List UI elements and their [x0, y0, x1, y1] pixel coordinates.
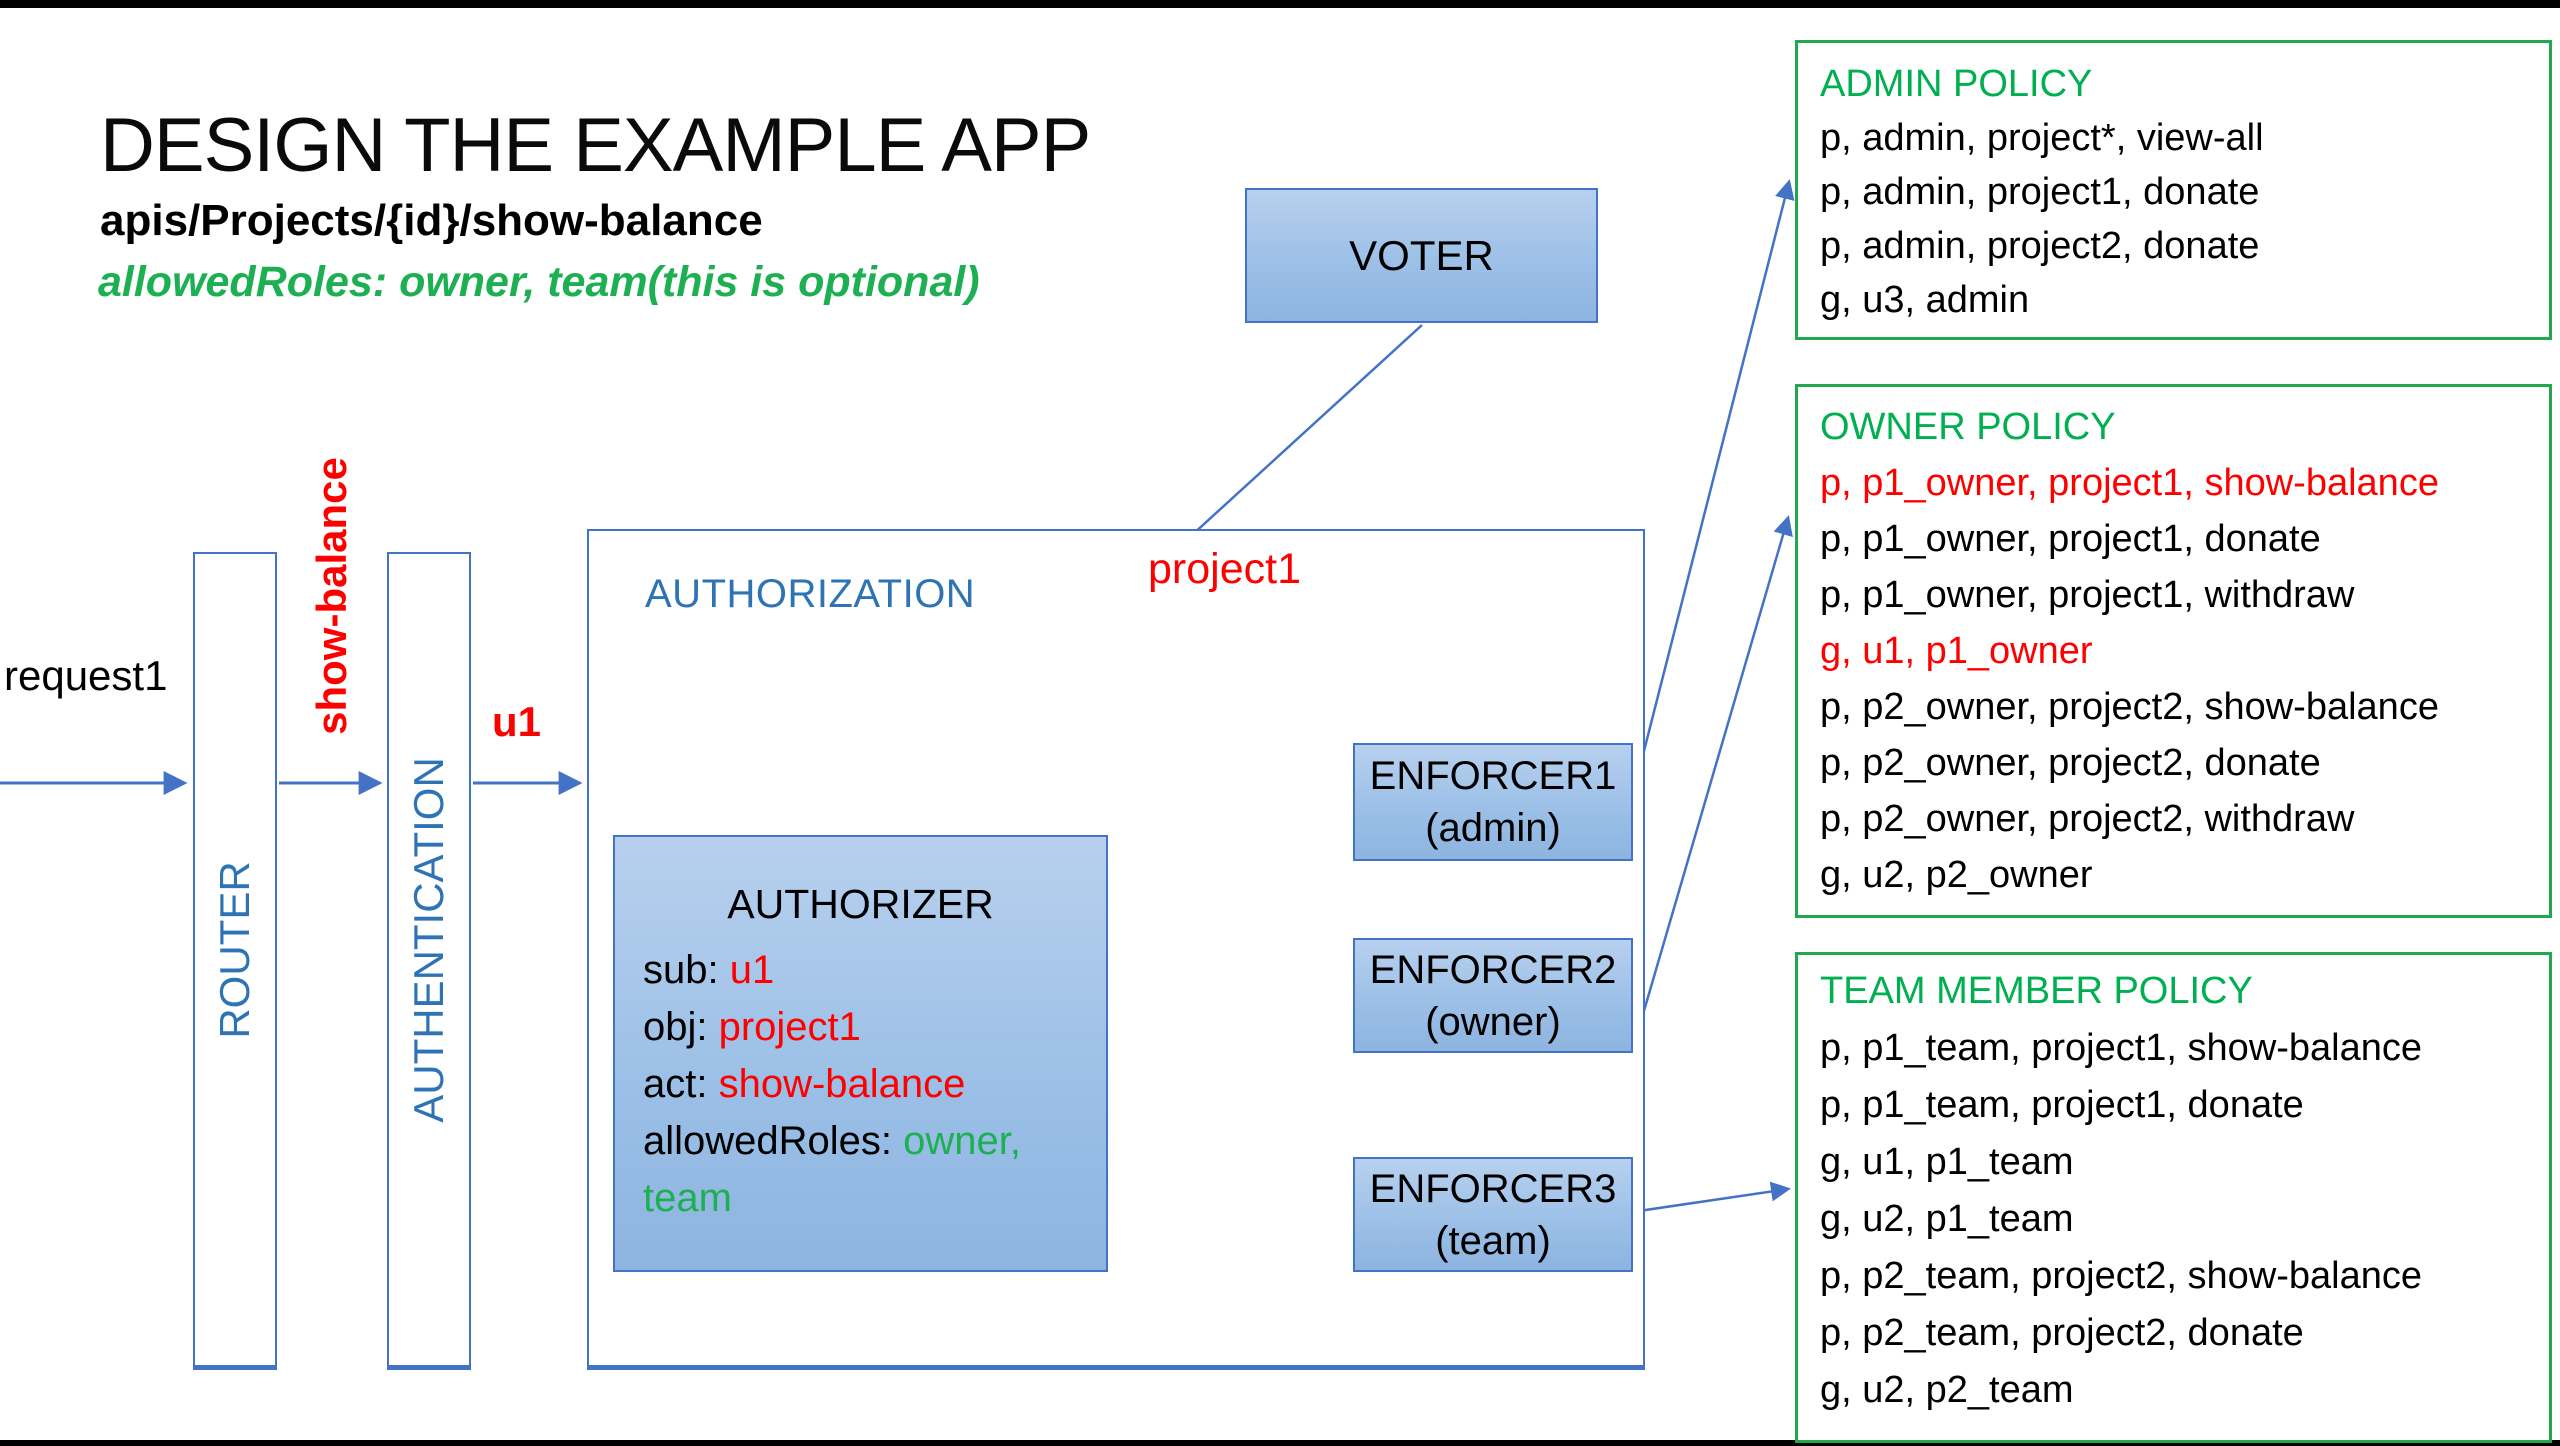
authorization-label: AUTHORIZATION — [645, 572, 976, 616]
show-balance-label: show-balance — [308, 457, 355, 735]
enforcer1-role: (admin) — [1425, 806, 1561, 850]
page-title: DESIGN THE EXAMPLE APP — [100, 103, 1091, 188]
router-box — [193, 552, 277, 1370]
policy-line: p, p2_team, project2, donate — [1820, 1312, 2304, 1354]
policy-line: p, p2_owner, project2, donate — [1820, 742, 2321, 784]
policy-line: p, admin, project*, view-all — [1820, 117, 2264, 159]
policy-line: p, admin, project1, donate — [1820, 171, 2260, 213]
policy-line: p, p1_team, project1, show-balance — [1820, 1027, 2423, 1069]
policy-line: p, p1_owner, project1, withdraw — [1820, 574, 2355, 616]
voter-label: VOTER — [1349, 231, 1494, 279]
policy-line: p, p2_team, project2, show-balance — [1820, 1255, 2423, 1297]
enforcer3-role: (team) — [1435, 1218, 1551, 1263]
team-policy-lines: p, p1_team, project1, show-balance p, p1_… — [1820, 1020, 2539, 1419]
project1-label: project1 — [1148, 545, 1301, 593]
team-policy-title: TEAM MEMBER POLICY — [1820, 970, 2253, 1012]
enforcer1-name: ENFORCER1 — [1369, 754, 1617, 798]
admin-policy-title: ADMIN POLICY — [1820, 63, 2093, 105]
owner-policy-box: OWNER POLICY p, p1_owner, project1, show… — [1795, 384, 2552, 918]
u1-label: u1 — [492, 698, 542, 745]
policy-line: p, p1_owner, project1, show-balance — [1820, 462, 2439, 504]
authorizer-lines: sub: u1 obj: project1 act: show-balance all… — [615, 942, 1106, 1227]
voter-box: VOTER — [1245, 188, 1598, 323]
policy-line: g, u3, admin — [1820, 279, 2030, 321]
authorizer-title: AUTHORIZER — [727, 881, 994, 927]
authentication-label: AUTHENTICATION — [405, 757, 452, 1123]
policy-line: p, p2_owner, project2, withdraw — [1820, 798, 2355, 840]
owner-policy-lines: p, p1_owner, project1, show-balance p, p1… — [1820, 455, 2539, 903]
team-policy-box: TEAM MEMBER POLICY p, p1_team, project1,… — [1795, 952, 2552, 1443]
policy-line: p, p1_team, project1, donate — [1820, 1084, 2304, 1126]
enforcer3-box: ENFORCER3 (team) — [1353, 1157, 1633, 1272]
authentication-box — [387, 552, 471, 1370]
enforcer2-box: ENFORCER2 (owner) — [1353, 938, 1633, 1053]
policy-line: g, u2, p2_team — [1820, 1369, 2074, 1411]
top-letterbox-bar — [0, 0, 2560, 8]
authorizer-box: AUTHORIZER sub: u1 obj: project1 act: show… — [613, 835, 1108, 1272]
policy-line: g, u1, p1_owner — [1820, 630, 2093, 672]
api-path-subtitle: apis/Projects/{id}/show-balance — [100, 196, 763, 245]
enforcer2-role: (owner) — [1425, 999, 1561, 1044]
authorizer-line: obj: project1 — [643, 1005, 861, 1049]
admin-policy-lines: p, admin, project*, view-all p, admin, pr… — [1820, 111, 2539, 327]
policy-line: p, p2_owner, project2, show-balance — [1820, 686, 2439, 728]
enforcer3-name: ENFORCER3 — [1369, 1166, 1617, 1211]
authorizer-line: team — [643, 1176, 732, 1220]
enforcer1-box: ENFORCER1 (admin) — [1353, 743, 1633, 861]
allowed-roles-note: allowedRoles: owner, team(this is option… — [98, 258, 980, 306]
authorizer-line: act: show-balance — [643, 1062, 966, 1106]
policy-line: g, u2, p2_owner — [1820, 854, 2093, 896]
authorizer-line: allowedRoles: owner, — [643, 1119, 1021, 1163]
enforcer2-name: ENFORCER2 — [1369, 947, 1617, 992]
request1-label: request1 — [4, 652, 168, 699]
policy-line: p, admin, project2, donate — [1820, 225, 2260, 267]
bottom-letterbox-bar — [0, 1440, 2560, 1446]
policy-line: p, p1_owner, project1, donate — [1820, 518, 2321, 560]
authorizer-line: sub: u1 — [643, 948, 775, 992]
owner-policy-title: OWNER POLICY — [1820, 406, 2116, 448]
policy-line: g, u1, p1_team — [1820, 1141, 2074, 1183]
admin-policy-box: ADMIN POLICY p, admin, project*, view-al… — [1795, 40, 2552, 340]
policy-line: g, u2, p1_team — [1820, 1198, 2074, 1240]
router-label: ROUTER — [211, 861, 258, 1039]
